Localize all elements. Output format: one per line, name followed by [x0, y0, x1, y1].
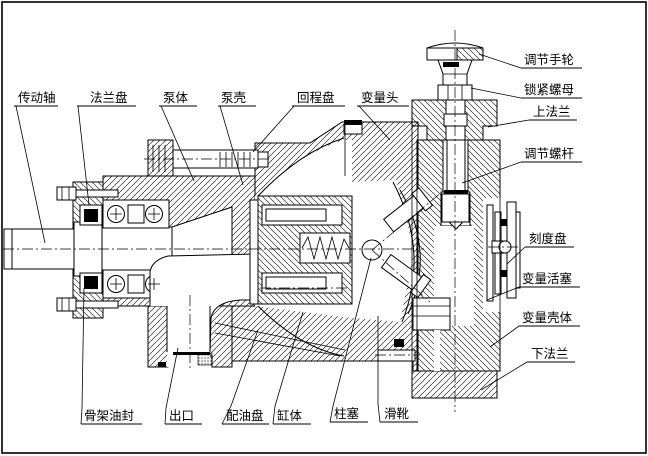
body-bolt-tip — [257, 151, 269, 168]
label-variable-head: 变量头 — [361, 90, 399, 105]
label-return-plate-leader — [252, 105, 295, 153]
label-flange-plate: 法兰盘 — [90, 90, 128, 105]
label-dial-plate: 刻度盘 — [529, 231, 567, 246]
flange-bolt-bottom-shaft — [75, 300, 119, 309]
label-outlet-leader — [164, 347, 179, 425]
label-lower-flange: 下法兰 — [531, 346, 569, 361]
flange-bolt-bottom-head — [56, 297, 77, 312]
bolt-boss-section — [147, 139, 174, 177]
outlet-outer-wall — [149, 253, 256, 306]
label-pump-casing: 泵壳 — [221, 90, 246, 105]
valve-plate-part — [249, 199, 259, 305]
outlet-gasket — [173, 352, 210, 355]
label-pump-casing-leader — [219, 105, 244, 186]
handwheel-top-arc — [426, 42, 484, 49]
plug-cap — [344, 120, 362, 125]
hub-black-band — [443, 62, 459, 67]
piston-tip — [447, 221, 465, 230]
outlet-channel — [150, 254, 255, 367]
plunger-bottom — [265, 276, 327, 290]
dial-mark-bottom — [500, 270, 507, 277]
labels: 传动轴 法兰盘 泵体 泵壳 回程盘 变量头 调节手轮 锁紧螺母 上法兰 调节螺杆… — [18, 52, 575, 423]
variable-piston-part — [441, 193, 470, 223]
label-variable-housing-leader — [489, 325, 520, 348]
label-lock-nut-leader — [470, 87, 522, 99]
label-variable-piston-leader — [486, 286, 520, 301]
label-pump-body-leader — [160, 105, 195, 182]
label-skeleton-oil-seal-leader — [80, 287, 85, 425]
label-drive-shaft: 传动轴 — [18, 90, 56, 105]
label-adjust-handwheel-leader — [478, 53, 522, 69]
tilted-plunger-centerline-2 — [371, 249, 431, 303]
stem-collar-1 — [445, 99, 466, 115]
leader-lines — [15, 53, 530, 425]
shell-inner-contour-bottom — [257, 305, 345, 357]
tilted-plunger-centerline-1 — [371, 191, 443, 251]
label-variable-head-leader — [358, 105, 391, 141]
label-adjust-screw: 调节螺杆 — [524, 146, 575, 161]
label-lock-nut: 锁紧螺母 — [524, 82, 574, 97]
label-lower-flange-leader — [480, 361, 528, 391]
swash-seal-mark — [394, 339, 404, 347]
dial-mark-top — [500, 219, 507, 226]
screw-black-band — [444, 190, 468, 194]
stem-collar-2 — [443, 113, 468, 127]
label-flange-plate-leader — [77, 105, 90, 206]
label-cylinder-block-leader — [272, 311, 304, 425]
swash-plate-arc-outer — [392, 181, 415, 323]
casing-plug — [343, 123, 363, 135]
label-variable-piston: 变量活塞 — [522, 271, 573, 286]
plunger-top — [265, 208, 327, 222]
label-upper-flange: 上法兰 — [533, 104, 571, 119]
adjust-screw-rod — [446, 139, 466, 192]
detail-lines — [61, 73, 501, 371]
roller-top — [127, 204, 145, 224]
label-variable-housing: 变量壳体 — [522, 310, 573, 325]
roller-bottom — [127, 274, 145, 294]
link-rod — [377, 349, 416, 362]
outlet-inner-wall — [209, 299, 255, 353]
label-upper-flange-leader — [487, 119, 530, 128]
housing-gap — [434, 330, 440, 371]
skeleton-seal-bottom — [84, 276, 98, 289]
stem-collar-3 — [445, 125, 466, 141]
label-valve-plate-leader — [221, 329, 259, 425]
label-plunger: 柱塞 — [334, 406, 360, 421]
flange-bolt-top-shaft — [75, 189, 119, 198]
label-dial-plate-leader — [506, 246, 526, 265]
skeleton-seal-top — [84, 209, 98, 222]
label-return-plate: 回程盘 — [297, 90, 335, 105]
solid-black-parts — [84, 62, 507, 367]
label-valve-plate: 配油盘 — [226, 408, 264, 423]
label-slipper-leader — [377, 316, 381, 423]
label-outlet: 出口 — [169, 408, 194, 423]
label-underlines — [14, 67, 582, 425]
spring — [301, 235, 350, 261]
lower-flange-section — [411, 370, 498, 399]
label-adjust-screw-leader — [461, 161, 522, 184]
label-slipper: 滑靴 — [384, 406, 410, 421]
link-block — [412, 297, 451, 331]
dial-plate-outer — [515, 211, 521, 289]
label-plunger-leader — [329, 257, 372, 423]
outlet-seal-mark — [158, 362, 166, 367]
flange-bolt-top-head — [56, 186, 77, 201]
label-pump-body: 泵体 — [163, 90, 189, 105]
centerlines — [3, 30, 521, 412]
outlet-packing — [197, 352, 213, 366]
label-adjust-handwheel: 调节手轮 — [524, 52, 574, 67]
label-skeleton-oil-seal: 骨架油封 — [84, 408, 134, 423]
label-drive-shaft-leader — [15, 105, 46, 244]
shell-inner-contour — [257, 137, 345, 197]
label-cylinder-block: 缸体 — [277, 408, 303, 423]
